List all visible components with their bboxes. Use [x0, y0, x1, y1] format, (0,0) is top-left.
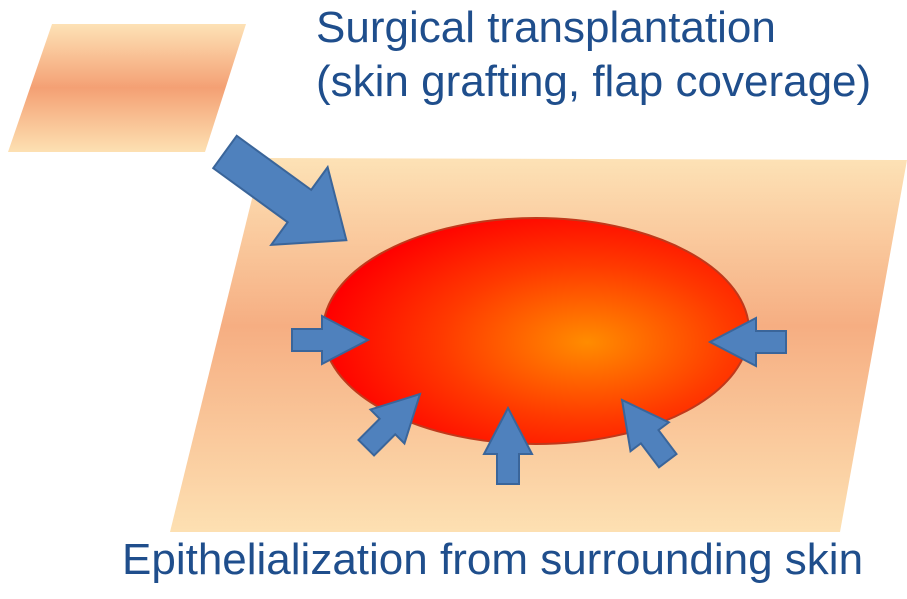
top-label-line-2: (skin grafting, flap coverage)	[316, 60, 871, 104]
epithelialization-label: Epithelialization from surrounding skin	[122, 538, 863, 582]
skin-graft-piece	[8, 24, 246, 152]
top-label-line-1: Surgical transplantation	[316, 6, 871, 50]
surgical-transplantation-label: Surgical transplantation (skin grafting,…	[316, 6, 871, 114]
